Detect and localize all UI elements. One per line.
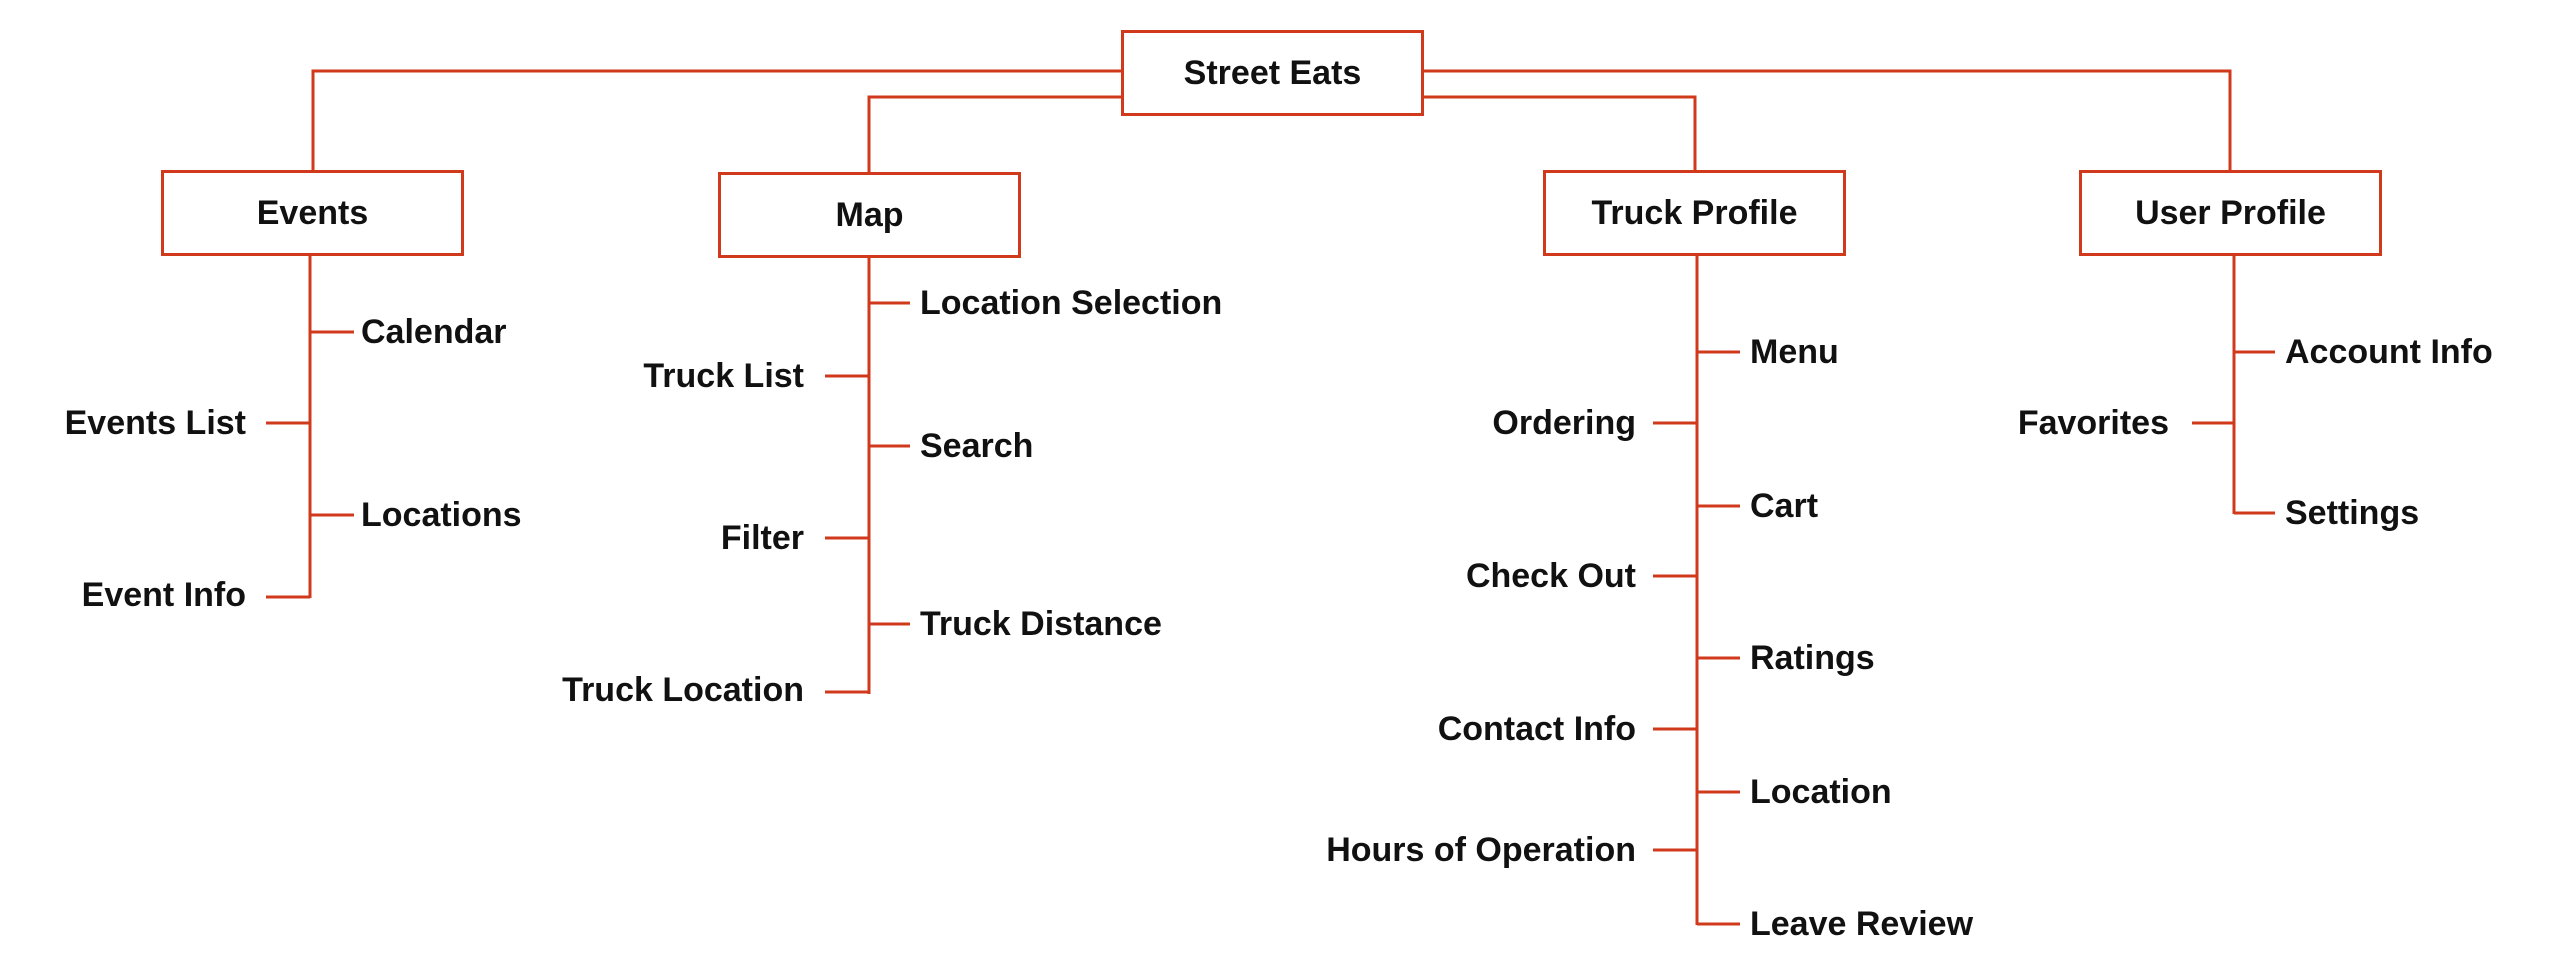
connector-root-user-profile — [1424, 69, 2232, 170]
leaf-contact-info: Contact Info — [1437, 710, 1636, 748]
section-node-truck-profile: Truck Profile — [1543, 170, 1846, 256]
leaf-locations: Locations — [361, 496, 522, 534]
leaf-location: Location — [1750, 773, 1892, 811]
section-node-events: Events — [161, 170, 464, 256]
leaf-event-info: Event Info — [81, 576, 246, 614]
leaf-favorites: Favorites — [2017, 404, 2169, 442]
leaf-ordering: Ordering — [1492, 404, 1636, 442]
leaf-calendar: Calendar — [361, 313, 507, 351]
leaf-leave-review: Leave Review — [1750, 905, 1974, 943]
leaf-filter: Filter — [720, 519, 804, 557]
leaf-settings: Settings — [2285, 494, 2420, 532]
root-node: Street Eats — [1121, 30, 1424, 116]
leaf-ratings: Ratings — [1750, 639, 1875, 677]
section-node-user-profile: User Profile — [2079, 170, 2382, 256]
section-node-map: Map — [718, 172, 1021, 258]
leaf-account-info: Account Info — [2285, 333, 2493, 371]
leaf-events-list: Events List — [64, 404, 246, 442]
connector-root-truck-profile — [1424, 95, 1697, 170]
leaf-truck-distance: Truck Distance — [920, 605, 1162, 643]
leaf-truck-list: Truck List — [643, 357, 804, 395]
leaf-check-out: Check Out — [1465, 557, 1636, 595]
connector-root-map — [867, 95, 1121, 172]
leaf-location-selection: Location Selection — [920, 284, 1223, 322]
leaf-menu: Menu — [1750, 333, 1839, 371]
leaf-search: Search — [920, 427, 1034, 465]
leaf-hours-of-operation: Hours of Operation — [1326, 831, 1636, 869]
connector-root-events — [311, 69, 1121, 170]
leaf-cart: Cart — [1750, 487, 1819, 525]
leaf-truck-location: Truck Location — [562, 671, 804, 709]
